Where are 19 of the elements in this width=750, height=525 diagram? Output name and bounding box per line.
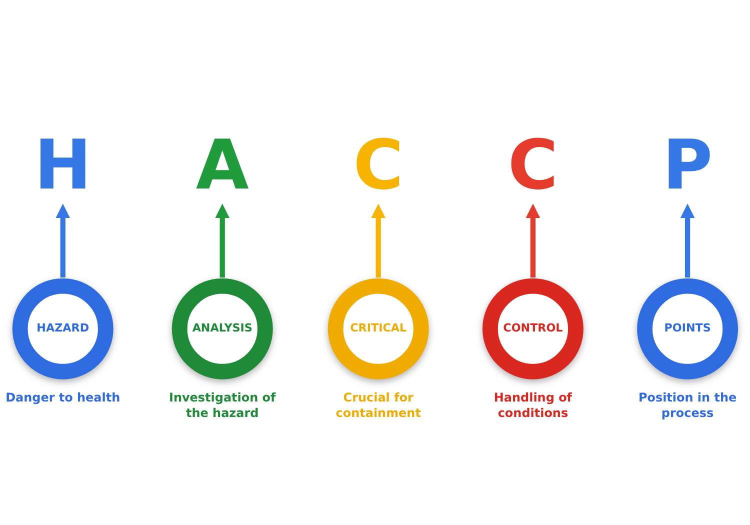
node-circle: HAZARD: [12, 278, 114, 380]
node-circle: POINTS: [637, 278, 738, 380]
node-text: C: [508, 125, 558, 205]
node-circle: CONTROL: [482, 278, 584, 380]
node-caption: Investigation of the hazard: [168, 391, 277, 422]
arrow: [526, 204, 540, 278]
node-text: C: [353, 125, 404, 205]
node-circle: ANALYSIS: [172, 278, 273, 380]
node-circle: CRITICAL: [328, 278, 429, 380]
node-caption: Handling of conditions: [492, 391, 574, 422]
arrow: [371, 204, 386, 278]
node-caption: Crucial for containment: [334, 391, 422, 422]
node-caption: Danger to health: [6, 391, 120, 406]
node-caption: Position in the process: [637, 391, 738, 422]
arrow: [680, 204, 695, 278]
arrow: [56, 204, 70, 278]
node-text: H: [34, 125, 92, 205]
arrow: [215, 204, 230, 278]
node-text: P: [662, 125, 713, 205]
